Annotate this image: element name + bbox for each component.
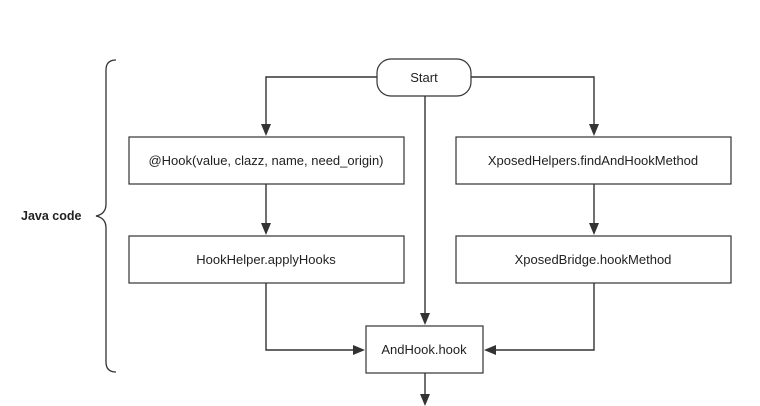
edge-start-to-find-and-hook — [471, 76, 595, 126]
edge-hook-method-to-andhook — [495, 283, 595, 351]
node-find-and-hook: XposedHelpers.findAndHookMethod — [455, 136, 732, 185]
node-start-label: Start — [410, 70, 438, 85]
node-apply-hooks: HookHelper.applyHooks — [128, 235, 405, 284]
node-andhook-hook-label: AndHook.hook — [381, 342, 467, 357]
arrowhead-andhook-right — [484, 345, 496, 355]
node-apply-hooks-label: HookHelper.applyHooks — [196, 252, 336, 267]
arrowhead-andhook-top — [420, 313, 430, 325]
node-start: Start — [376, 58, 472, 97]
arrowhead-andhook-left — [353, 345, 365, 355]
arrowhead-andhook-down — [420, 394, 430, 406]
node-hook-annotation: @Hook(value, clazz, name, need_origin) — [128, 136, 405, 185]
node-hook-annotation-label: @Hook(value, clazz, name, need_origin) — [148, 153, 383, 168]
edge-start-to-hook-annotation — [265, 76, 377, 126]
arrowhead-find-and-hook — [589, 124, 599, 136]
java-code-brace — [95, 59, 117, 373]
node-hook-method: XposedBridge.hookMethod — [455, 235, 732, 284]
arrowhead-apply-hooks — [261, 223, 271, 235]
node-andhook-hook: AndHook.hook — [365, 325, 484, 374]
node-find-and-hook-label: XposedHelpers.findAndHookMethod — [488, 153, 698, 168]
edge-apply-hooks-to-andhook — [265, 283, 354, 351]
java-code-label: Java code — [21, 209, 82, 223]
arrowhead-hook-method — [589, 223, 599, 235]
node-hook-method-label: XposedBridge.hookMethod — [515, 252, 672, 267]
arrowhead-hook-annotation — [261, 124, 271, 136]
